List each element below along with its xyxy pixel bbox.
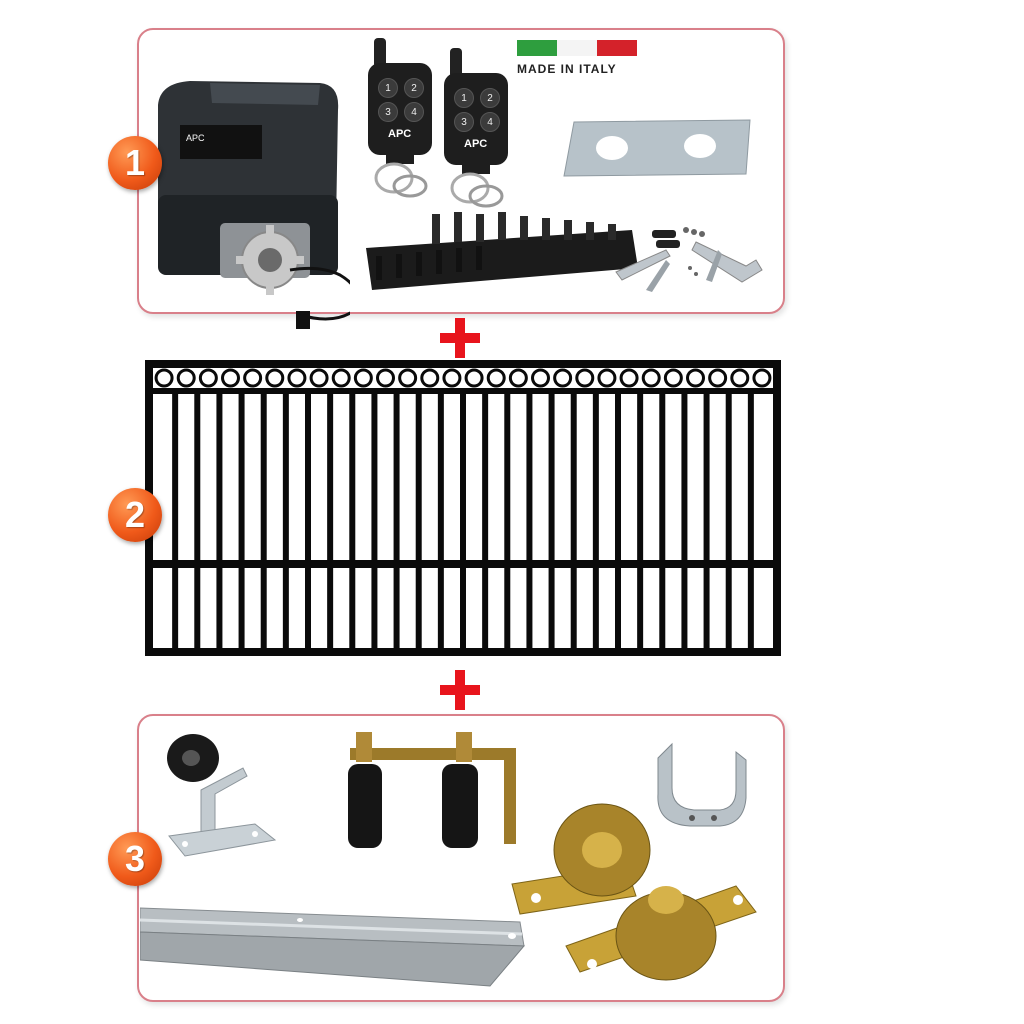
made-in-italy-label: MADE IN ITALY: [517, 62, 617, 76]
twin-guide-rollers-image: [348, 732, 516, 848]
gate-ring: [265, 368, 285, 388]
gate-bar: [526, 388, 533, 648]
gate-bar: [548, 388, 555, 648]
remote-control-right-image: [444, 48, 508, 208]
remote-right-button-1: 1: [454, 88, 474, 108]
gate-ring: [553, 368, 573, 388]
gate-ring: [575, 368, 595, 388]
motor-brand-text: APC: [186, 133, 205, 143]
gate-bar: [460, 388, 466, 648]
gate-bar: [371, 388, 378, 648]
remote-right-button-4: 4: [480, 112, 500, 132]
gate-ring: [730, 368, 750, 388]
remote-control-left-image: [368, 38, 432, 198]
gate-bar: [504, 388, 511, 648]
gate-stopper-bracket-image: [657, 742, 747, 827]
gate-bar: [194, 388, 201, 648]
gate-bar: [725, 388, 732, 648]
gate-ring: [663, 368, 683, 388]
gate-bar: [592, 388, 599, 648]
gate-bar: [327, 388, 334, 648]
gate-ring: [221, 368, 240, 388]
gate-bar: [305, 388, 311, 648]
remote-left-brand: APC: [388, 128, 412, 140]
mounting-base-plate-image: [563, 119, 751, 177]
gate-bar: [282, 388, 289, 648]
gate-ring: [752, 368, 772, 388]
plus-icon: [440, 670, 480, 710]
gate-frame-right: [773, 360, 781, 656]
gate-ring: [641, 368, 661, 388]
step-badge-2: 2: [108, 488, 162, 542]
gate-ring: [420, 368, 440, 388]
gate-ring: [464, 368, 484, 388]
gate-bar: [260, 388, 267, 648]
guide-roller-stand-image: [167, 734, 277, 857]
remote-right-button-2: 2: [480, 88, 500, 108]
remote-left-button-3: 3: [378, 102, 398, 122]
gate-ring: [486, 368, 506, 388]
gate-bar: [393, 388, 400, 648]
gate-bar: [238, 388, 245, 648]
step-badge-3: 3: [108, 832, 162, 886]
gate-ring: [619, 368, 639, 388]
v-groove-wheels-image: [511, 803, 757, 981]
gate-ring: [686, 368, 705, 388]
remote-right-button-3: 3: [454, 112, 474, 132]
ground-track-rail-image: [140, 907, 526, 987]
gate-ring: [398, 368, 418, 388]
gate-bar: [172, 388, 179, 648]
gate-ring: [508, 368, 528, 388]
gate-bar: [659, 388, 666, 648]
gate-bar: [570, 388, 577, 648]
gate-bar: [216, 388, 223, 648]
remote-left-button-1: 1: [378, 78, 398, 98]
gate-bar: [349, 388, 356, 648]
gate-ring: [287, 368, 307, 388]
gate-motor-image: APC: [158, 81, 350, 329]
remote-right-brand: APC: [464, 138, 488, 150]
gate-ring: [531, 368, 550, 388]
gate-frame-bottom: [145, 648, 781, 656]
gate-ring: [376, 368, 395, 388]
motor-brand-label: APC: [186, 133, 205, 143]
gate-bar: [637, 388, 644, 648]
gate-bar: [615, 388, 621, 648]
gate-bar: [415, 388, 422, 648]
step-badge-1: 1: [108, 136, 162, 190]
italian-flag-icon: [517, 40, 637, 56]
gate-bar: [482, 388, 489, 648]
gate-ring: [331, 368, 351, 388]
gate-ring: [243, 368, 263, 388]
gate-bar: [747, 388, 754, 648]
gate-ring: [353, 368, 373, 388]
sliding-gate-image: [145, 360, 781, 656]
gate-ring: [176, 368, 196, 388]
gate-ring: [309, 368, 329, 388]
gate-ring: [597, 368, 617, 388]
gate-ring: [154, 368, 174, 388]
gear-rack-image: [366, 212, 638, 290]
gate-ring: [442, 368, 462, 388]
gate-bar: [681, 388, 688, 648]
gate-ring: [198, 368, 218, 388]
remote-left-button-2: 2: [404, 78, 424, 98]
gate-frame-top: [145, 360, 781, 368]
gate-bar: [437, 388, 444, 648]
remote-left-button-4: 4: [404, 102, 424, 122]
gate-bar: [703, 388, 710, 648]
gate-ring: [708, 368, 728, 388]
mounting-brackets-image: [615, 227, 763, 292]
plus-icon: [440, 318, 480, 358]
